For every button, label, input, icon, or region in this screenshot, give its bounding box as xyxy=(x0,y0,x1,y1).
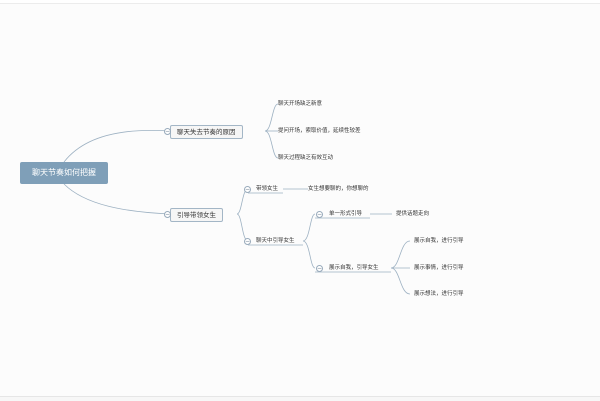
show-item-1[interactable]: 展示自我，进行引导 xyxy=(414,238,464,244)
link-show-item1 xyxy=(390,240,411,269)
show-guide-topic[interactable]: 展示自我，引导女生 xyxy=(329,265,379,271)
show-item-2[interactable]: 展示事情，进行引导 xyxy=(414,265,464,271)
branch1-item-3[interactable]: 聊天过程缺乏有效互动 xyxy=(278,155,334,161)
single-guide-topic[interactable]: 单一形式引导 xyxy=(329,211,363,217)
top-border xyxy=(0,0,600,4)
link-branch2-guide xyxy=(236,213,249,242)
link-root-branch2 xyxy=(63,183,171,215)
branch2-collapse-toggle[interactable]: − xyxy=(164,211,171,218)
guide-collapse-toggle[interactable]: − xyxy=(244,238,251,245)
show-item-3[interactable]: 展示想法，进行引导 xyxy=(414,291,464,297)
link-show-item3 xyxy=(390,267,411,295)
branch1-collapse-toggle[interactable]: − xyxy=(164,128,171,135)
link-root-branch1 xyxy=(63,130,171,163)
branch1-item-2[interactable]: 提问开场，索取价值，延续性较差 xyxy=(278,128,361,134)
root-topic[interactable]: 聊天节奏如何把握 xyxy=(20,162,108,184)
branch1-item-1[interactable]: 聊天开场缺乏新意 xyxy=(278,101,323,107)
lead-topic[interactable]: 带领女生 xyxy=(256,186,279,192)
lead-collapse-toggle[interactable]: − xyxy=(244,186,251,193)
show-guide-collapse-toggle[interactable]: − xyxy=(316,265,323,272)
branch1-topic[interactable]: 聊天失去节奏的原因 xyxy=(170,125,243,139)
bottom-scrollbar-track[interactable] xyxy=(0,396,600,401)
single-guide-child[interactable]: 提供话题走向 xyxy=(396,211,430,217)
link-guide-show xyxy=(302,240,316,269)
branch2-topic[interactable]: 引导带领女生 xyxy=(170,208,223,222)
single-guide-collapse-toggle[interactable]: − xyxy=(316,211,323,218)
link-guide-single xyxy=(302,213,316,242)
lead-child[interactable]: 女生想要聊的，你想聊的 xyxy=(308,186,369,192)
guide-topic[interactable]: 聊天中引导女生 xyxy=(256,238,295,244)
link-branch1-item1 xyxy=(264,103,279,132)
link-branch1-item3 xyxy=(264,130,279,159)
